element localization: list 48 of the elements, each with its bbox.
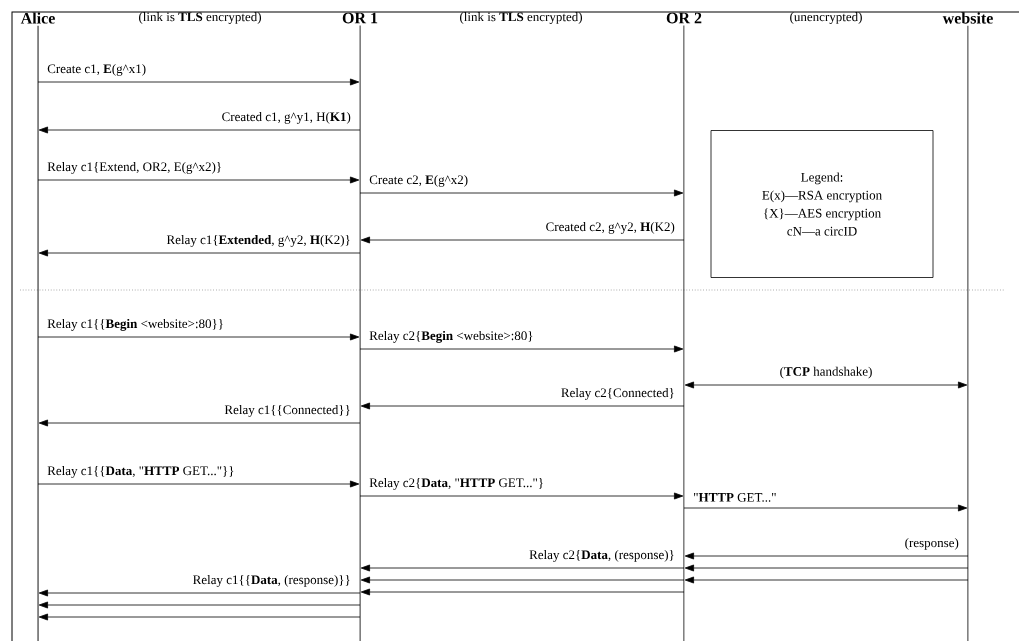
arrow [684, 564, 969, 572]
arrow [360, 576, 685, 584]
participant-name: OR 1 [342, 12, 378, 24]
edge-label: Relay c2{Begin <website>:80} [369, 330, 533, 343]
participant-name: Alice [20, 12, 55, 24]
edge-label: Create c2, E(g^x2) [369, 175, 468, 187]
edge-label: Relay c1{Extended, g^y2, H(K2)} [166, 235, 350, 247]
edge-label: Relay c1{{Data, "HTTP GET..."}} [47, 466, 234, 478]
arrow [37, 176, 360, 184]
arrow [360, 564, 685, 572]
edge-label: Relay c1{{Connected}} [224, 405, 350, 417]
edge-label: Created c2, g^y2, H(K2) [546, 222, 675, 234]
arrow [37, 333, 360, 341]
edge-label: Relay c2{Connected} [561, 388, 674, 400]
link-note: (link is TLS encrypted) [139, 12, 261, 24]
edge-label: (response) [905, 538, 959, 550]
edge-label: Relay c2{Data, (response)} [529, 550, 674, 562]
arrow [38, 613, 361, 621]
arrow [38, 601, 361, 609]
arrow [360, 236, 685, 244]
participant-name: OR 2 [666, 12, 702, 24]
arrow [360, 588, 685, 596]
edge-label: Relay c1{{Data, (response)}} [193, 575, 350, 587]
edge-label: Create c1, E(g^x1) [47, 64, 146, 76]
arrow [683, 504, 968, 512]
arrow [360, 402, 685, 410]
link-note: (unencrypted) [790, 12, 862, 24]
edge-label: (TCP handshake) [780, 366, 872, 379]
arrow [359, 492, 684, 500]
edge-label: "HTTP GET..." [694, 493, 776, 502]
arrow [38, 249, 361, 257]
arrow [359, 189, 684, 197]
legend-box: Legend: E(x)—RSA encryption {X}—AES encryption cN—a circID [710, 130, 934, 278]
edge-label: Created c1, g^y1, H(K1) [222, 112, 351, 124]
arrow [38, 419, 361, 427]
edge-label: Relay c1{Extend, OR2, E(g^x2)} [47, 162, 221, 174]
arrow [37, 78, 360, 86]
edge-label: Relay c1{{Begin <website>:80}} [47, 318, 223, 331]
arrow [684, 576, 969, 584]
participant-name: website [942, 12, 993, 24]
arrow [359, 345, 684, 353]
arrow [38, 589, 361, 597]
arrow [684, 552, 969, 560]
edge-label: Relay c2{Data, "HTTP GET..."} [369, 478, 543, 490]
link-note: (link is TLS encrypted) [460, 12, 582, 24]
arrow [37, 480, 360, 488]
arrow [38, 126, 361, 134]
arrow [684, 381, 968, 389]
